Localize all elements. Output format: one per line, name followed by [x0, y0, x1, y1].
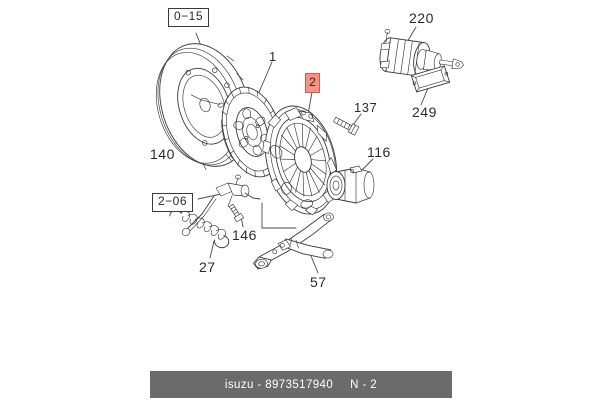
footer-bar: isuzu - 8973517940 N - 2	[150, 371, 452, 398]
section-label-2-06[interactable]: 2−06	[152, 193, 194, 212]
release-fork-part	[253, 212, 334, 270]
slave-cylinder-part	[379, 28, 464, 77]
callout-137[interactable]: 137	[354, 100, 378, 115]
diaphragm-fingers	[279, 123, 327, 197]
callout-249[interactable]: 249	[412, 104, 437, 120]
highlight-marker-2[interactable]: 2	[305, 73, 320, 93]
callout-146[interactable]: 146	[232, 227, 257, 243]
callout-1[interactable]: 1	[269, 49, 277, 64]
footer-page-reference: N - 2	[350, 378, 378, 391]
callout-140[interactable]: 140	[150, 146, 175, 162]
clutch-linkage-part	[181, 174, 261, 237]
gasket-part	[410, 65, 451, 93]
section-label-0-15[interactable]: 0−15	[168, 8, 210, 27]
bolt-137-part	[333, 116, 360, 136]
release-bearing-part	[326, 165, 375, 204]
callout-116[interactable]: 116	[367, 144, 391, 160]
pressure-plate-part	[262, 105, 338, 216]
footer-brand-part-number: isuzu - 8973517940	[224, 378, 334, 391]
callout-220[interactable]: 220	[409, 10, 434, 26]
callout-27[interactable]: 27	[199, 259, 216, 275]
callout-57[interactable]: 57	[310, 274, 327, 290]
cover-straps	[262, 107, 337, 216]
